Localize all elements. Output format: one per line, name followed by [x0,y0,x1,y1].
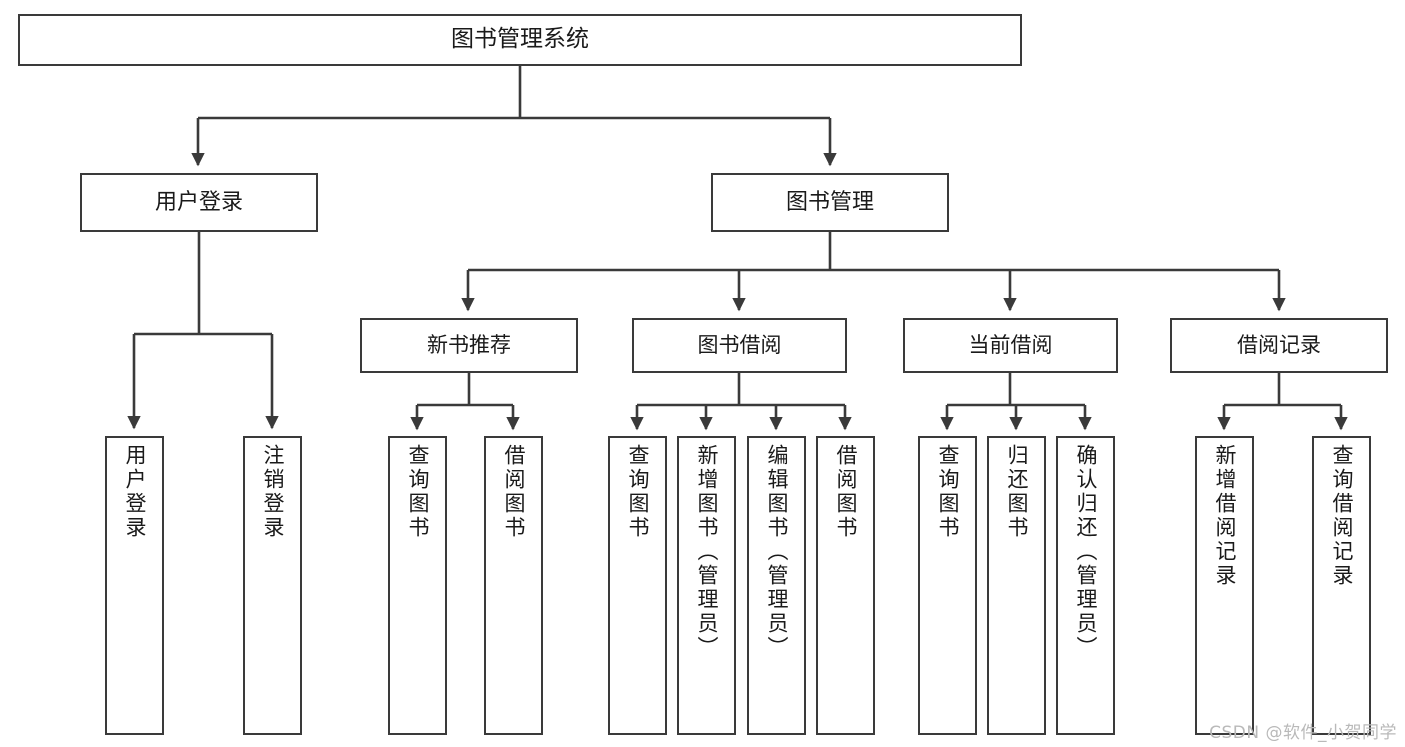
leaf-current-confirm-return-admin[interactable]: 确认归还（管理员） [1056,436,1115,735]
node-label: 借阅图书 [502,444,526,540]
leaf-borrow-add-book-admin[interactable]: 新增图书（管理员） [677,436,736,735]
node-label: 图书管理 [785,189,874,215]
node-label: 注销登录 [261,444,285,540]
node-label: 新增借阅记录 [1213,444,1237,588]
node-label: 图书管理系统 [451,26,589,53]
leaf-recommend-query-book[interactable]: 查询图书 [388,436,447,735]
node-label: 查询图书 [406,444,430,540]
node-label: 查询图书 [936,444,960,540]
leaf-current-query-book[interactable]: 查询图书 [918,436,977,735]
node-label: 查询借阅记录 [1330,444,1354,588]
leaf-record-query-record[interactable]: 查询借阅记录 [1312,436,1371,735]
node-root-system[interactable]: 图书管理系统 [18,14,1022,66]
node-label: 借阅记录 [1237,333,1321,358]
leaf-user-login-signout[interactable]: 注销登录 [243,436,302,735]
leaf-user-login-signin[interactable]: 用户登录 [105,436,164,735]
node-current-borrow[interactable]: 当前借阅 [903,318,1118,373]
node-label: 用户登录 [154,189,243,215]
node-label: 用户登录 [123,444,147,540]
node-book-borrow[interactable]: 图书借阅 [632,318,847,373]
node-label: 新增图书（管理员） [695,444,719,660]
node-label: 归还图书 [1005,444,1029,540]
node-label: 当前借阅 [968,333,1053,358]
node-label: 图书借阅 [697,333,782,358]
node-label: 确认归还（管理员） [1074,444,1098,660]
leaf-current-return-book[interactable]: 归还图书 [987,436,1046,735]
leaf-record-add-record[interactable]: 新增借阅记录 [1195,436,1254,735]
node-label: 编辑图书（管理员） [765,444,789,660]
node-book-management[interactable]: 图书管理 [711,173,949,232]
leaf-borrow-query-book[interactable]: 查询图书 [608,436,667,735]
node-user-login[interactable]: 用户登录 [80,173,318,232]
node-label: 新书推荐 [427,333,511,358]
node-borrow-record[interactable]: 借阅记录 [1170,318,1388,373]
leaf-borrow-edit-book-admin[interactable]: 编辑图书（管理员） [747,436,806,735]
node-new-book-recommend[interactable]: 新书推荐 [360,318,578,373]
node-label: 借阅图书 [834,444,858,540]
leaf-borrow-borrow-book[interactable]: 借阅图书 [816,436,875,735]
watermark-text: CSDN @软件_小贺同学 [1209,723,1397,743]
node-label: 查询图书 [626,444,650,540]
leaf-recommend-borrow-book[interactable]: 借阅图书 [484,436,543,735]
